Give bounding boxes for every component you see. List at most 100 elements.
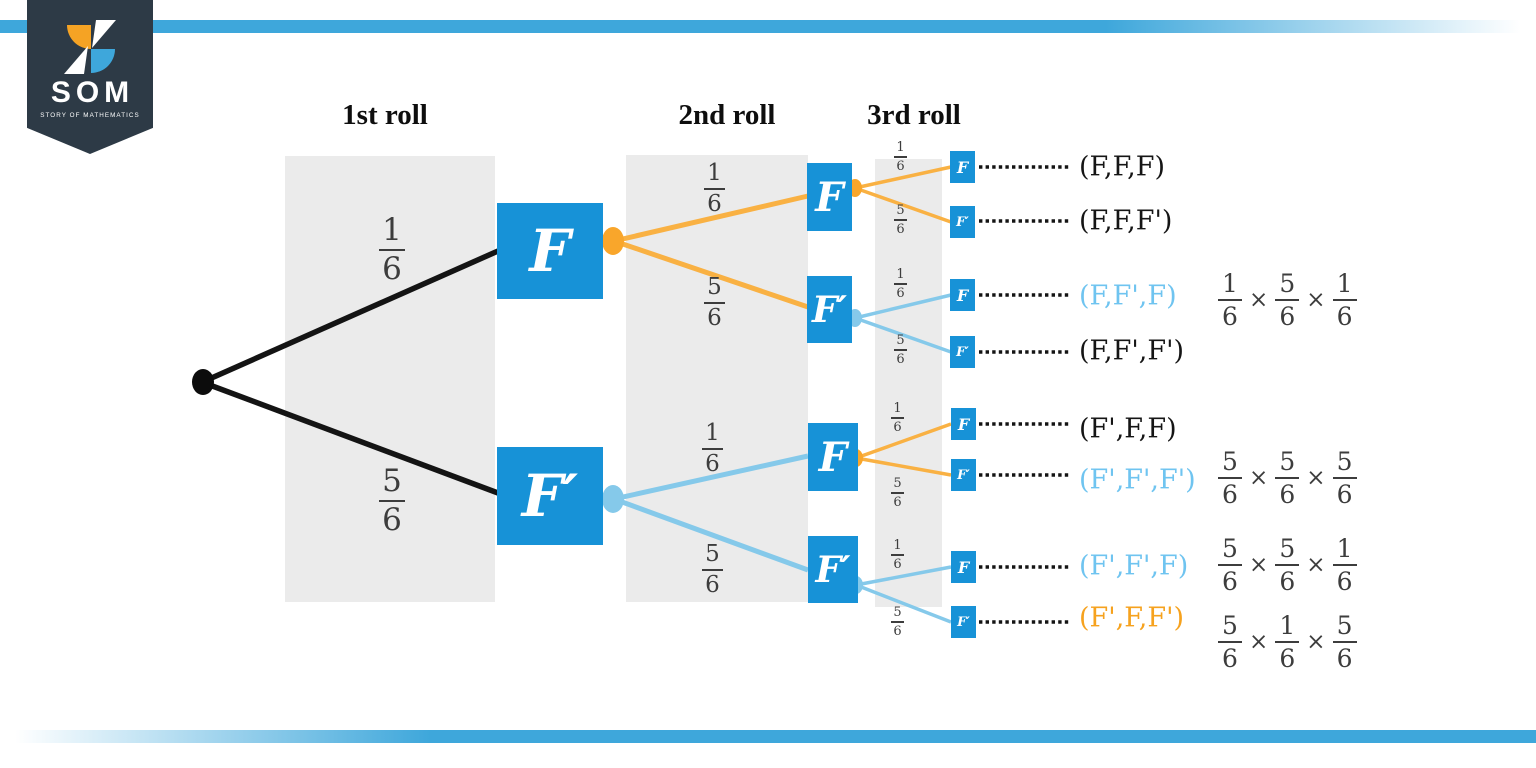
multiply-sign: × (1306, 629, 1326, 655)
fraction-bar (891, 417, 904, 419)
multiply-sign: × (1249, 552, 1269, 578)
denominator: 6 (893, 556, 902, 572)
fraction-bar (891, 621, 904, 623)
stage-column-3rd-roll (875, 159, 942, 607)
numerator: 1 (893, 401, 902, 416)
fraction-bar (702, 569, 723, 571)
node-label: F (956, 157, 969, 177)
node-3rd-roll-FFF: F (950, 151, 975, 183)
numerator: 1 (707, 160, 722, 186)
stage-column-1st-roll (285, 156, 495, 602)
outcome-FFF: (F,F,F) (1079, 151, 1166, 183)
outcome-FpFpFp: (F',F',F') (1079, 464, 1196, 496)
numerator: 1 (896, 267, 905, 282)
second-roll-edges-from-Fprime (613, 453, 809, 573)
node-1st-roll-F: F (497, 203, 603, 299)
numerator: 1 (896, 140, 905, 155)
prob-3rd-roll-6: 5 6 (891, 477, 904, 509)
fraction-bar (894, 219, 907, 221)
prob-3rd-roll-8: 5 6 (891, 606, 904, 638)
node-1st-roll-Fprime: F′ (497, 447, 603, 545)
multiply-sign: × (1249, 465, 1269, 491)
numerator: 5 (893, 476, 902, 491)
fraction-bar (891, 492, 904, 494)
node-label: F′ (956, 214, 969, 230)
node-3rd-roll-FFFp: F′ (950, 206, 975, 238)
denominator: 6 (896, 158, 905, 174)
fraction-bar (379, 500, 405, 502)
denominator: 6 (705, 572, 720, 598)
bottom-accent-stripe (0, 730, 1536, 743)
prob-2nd-roll-FF: 1 6 (704, 162, 725, 216)
som-logo-banner: SOM STORY OF MATHEMATICS (27, 0, 153, 154)
denominator: 6 (893, 419, 902, 435)
prob-3rd-roll-5: 1 6 (891, 402, 904, 434)
node-3rd-roll-FFpFp: F′ (950, 336, 975, 368)
denominator: 6 (893, 494, 902, 510)
node-3rd-roll-FpFFp: F′ (951, 606, 976, 638)
prob-3rd-roll-3: 1 6 (894, 268, 907, 300)
prob-2nd-roll-FprimeF: 1 6 (702, 422, 723, 476)
node-label: F (956, 285, 969, 305)
numerator: 1 (382, 212, 402, 248)
denominator: 6 (382, 251, 402, 287)
node-3rd-roll-FpFF: F (951, 408, 976, 440)
fraction-bar (894, 283, 907, 285)
fraction-bar (702, 448, 723, 450)
prob-3rd-roll-4: 5 6 (894, 334, 907, 366)
fraction-bar (704, 188, 725, 190)
denominator: 6 (382, 502, 402, 538)
third-roll-edges-light-blue (854, 293, 952, 624)
header-3rd-roll: 3rd roll (867, 99, 961, 131)
header-1st-roll: 1st roll (342, 99, 428, 131)
node-label: F′ (815, 548, 851, 591)
node-3rd-roll-FFpF: F (950, 279, 975, 311)
denominator: 6 (893, 623, 902, 639)
node-2nd-roll-FF: F (807, 163, 852, 231)
prob-2nd-roll-FprimeFprime: 5 6 (702, 543, 723, 597)
multiply-sign: × (1306, 465, 1326, 491)
outcome-dotted-connectors (979, 165, 1069, 624)
fraction-bar (704, 302, 725, 304)
numerator: 5 (705, 541, 720, 567)
denominator: 6 (707, 191, 722, 217)
multiply-sign: × (1249, 287, 1269, 313)
node-label: F′ (957, 467, 970, 483)
fraction-bar (891, 554, 904, 556)
header-2nd-roll: 2nd roll (678, 99, 776, 131)
numerator: 5 (707, 274, 722, 300)
prob-3rd-roll-2: 5 6 (894, 204, 907, 236)
outcome-FpFF: (F',F,F) (1079, 413, 1177, 445)
numerator: 5 (382, 463, 402, 499)
root-node-dot (192, 369, 214, 395)
third-roll-edges-orange (854, 165, 952, 477)
multiply-sign: × (1306, 552, 1326, 578)
prob-2nd-roll-FFprime: 5 6 (704, 276, 725, 330)
prob-1st-roll-F: 1 6 (379, 215, 405, 285)
node-3rd-roll-FpFpF: F (951, 551, 976, 583)
node-3rd-roll-FpFpFp: F′ (951, 459, 976, 491)
denominator: 6 (707, 305, 722, 331)
branch-dot-Fprime (602, 485, 624, 513)
outcome-FpFpF: (F',F',F) (1079, 550, 1189, 582)
numerator: 5 (893, 605, 902, 620)
denominator: 6 (896, 285, 905, 301)
node-label: F (957, 414, 970, 434)
numerator: 1 (893, 538, 902, 553)
branch-dot-F (602, 227, 624, 255)
outcome-FFFp: (F,F,F') (1079, 205, 1173, 237)
denominator: 6 (896, 221, 905, 237)
logo-tagline: STORY OF MATHEMATICS (40, 112, 140, 119)
